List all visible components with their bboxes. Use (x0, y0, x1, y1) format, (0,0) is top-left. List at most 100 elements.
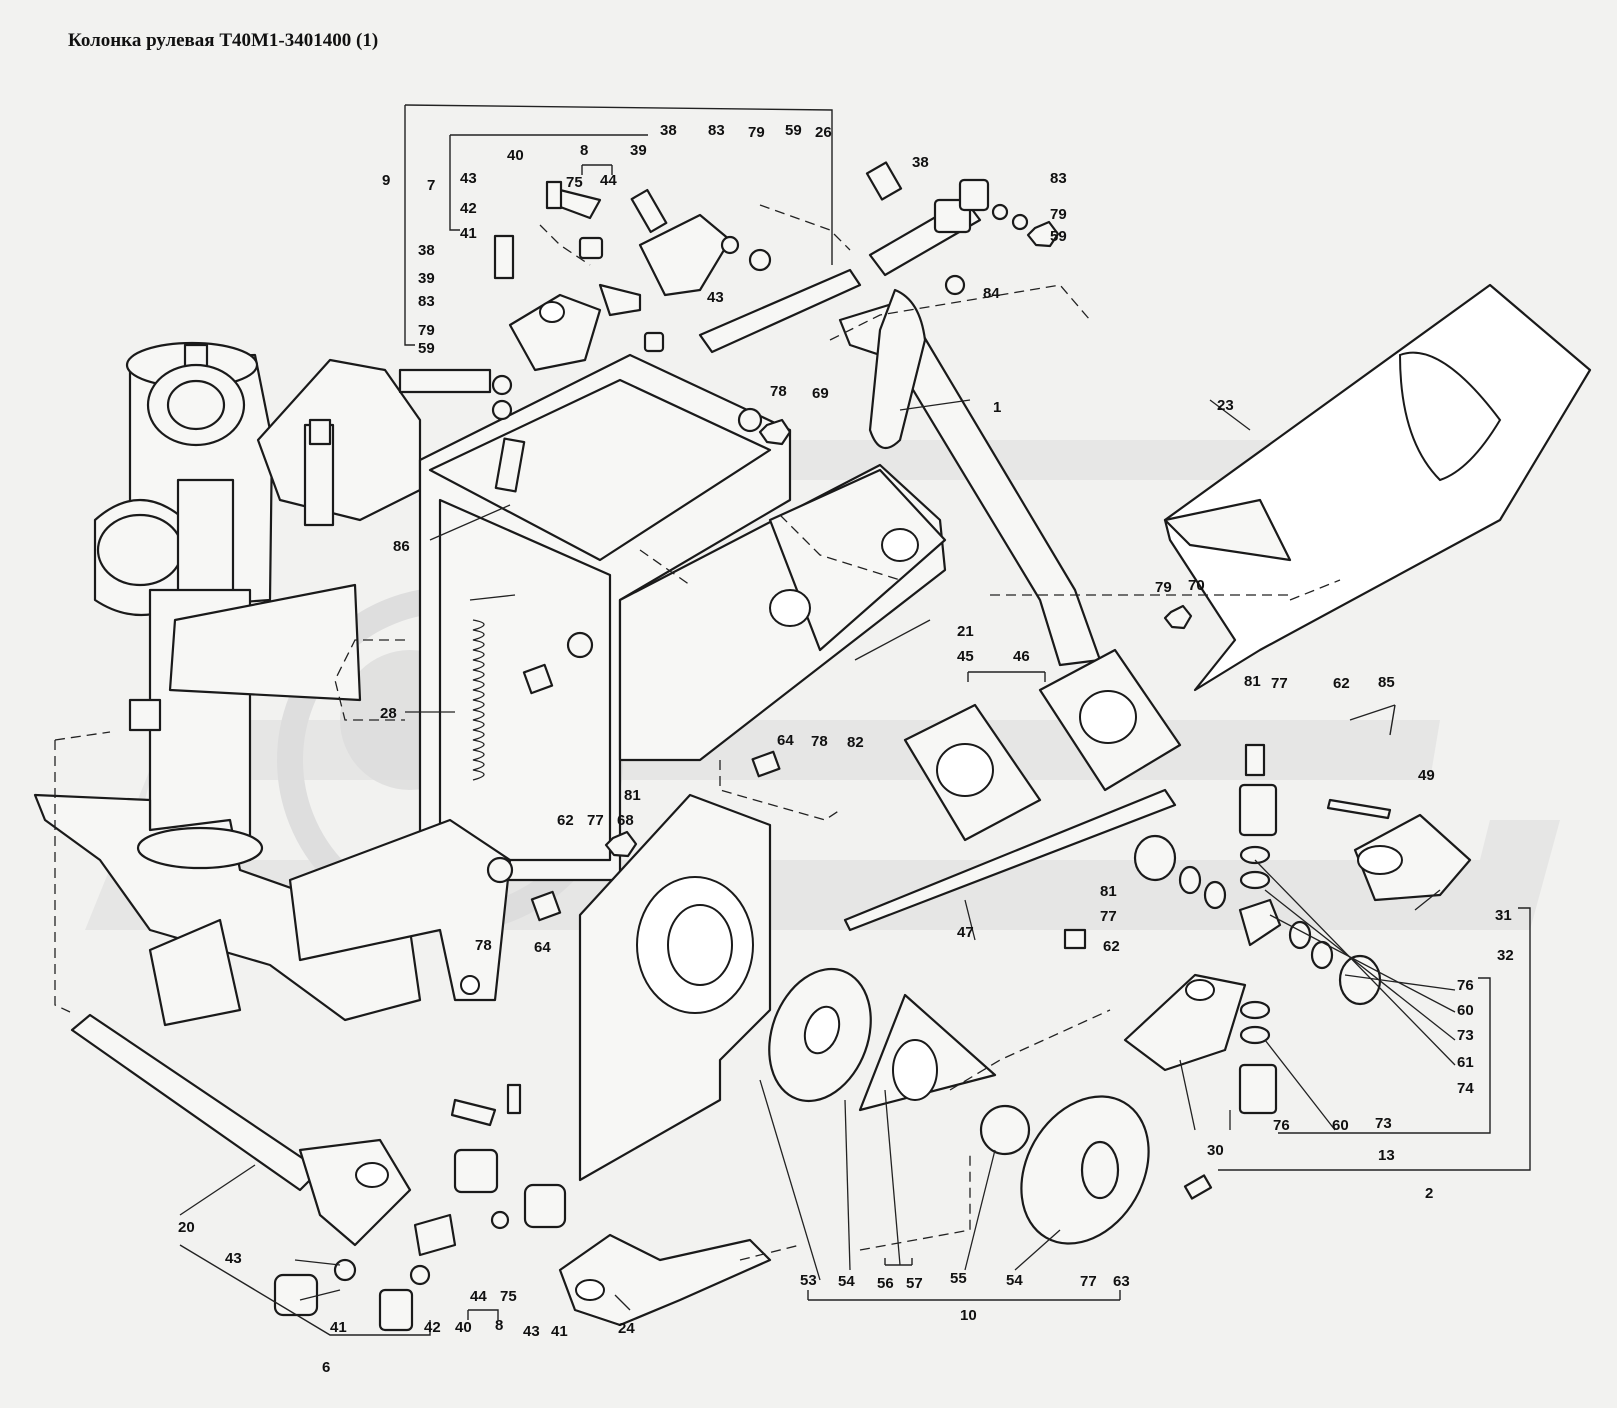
label-30: 30 (1207, 1142, 1224, 1159)
label-1: 1 (993, 399, 1001, 416)
label-44: 44 (470, 1288, 487, 1305)
label-13: 13 (1378, 1147, 1395, 1164)
label-23: 23 (1217, 397, 1234, 414)
diagram-title: Колонка рулевая Т40М1-3401400 (1) (68, 30, 379, 51)
label-64: 64 (777, 732, 794, 749)
label-83: 83 (708, 122, 725, 139)
flange-45 (903, 703, 1042, 842)
label-81: 81 (624, 787, 641, 804)
label-42: 42 (460, 200, 477, 217)
label-78: 78 (475, 937, 492, 954)
label-31: 31 (1495, 907, 1512, 924)
label-43: 43 (707, 289, 724, 306)
label-84: 84 (983, 285, 1000, 302)
label-2: 2 (1425, 1185, 1433, 1202)
label-45: 45 (957, 648, 974, 665)
label-59: 59 (785, 122, 802, 139)
label-41: 41 (551, 1323, 568, 1340)
label-41: 41 (460, 225, 477, 242)
spring-28 (472, 619, 485, 781)
label-39: 39 (418, 270, 435, 287)
label-82: 82 (847, 734, 864, 751)
label-56: 56 (877, 1275, 894, 1292)
label-42: 42 (424, 1319, 441, 1336)
yoke-30 (1123, 973, 1247, 1072)
label-79: 79 (418, 322, 435, 339)
label-54: 54 (838, 1273, 855, 1290)
label-24: 24 (618, 1320, 635, 1337)
steering-gear-housing (93, 341, 492, 616)
label-41: 41 (330, 1319, 347, 1336)
label-53: 53 (800, 1272, 817, 1289)
column-cover-23 (1163, 283, 1592, 692)
reference-labels: 9 7 43 42 41 40 8 75 44 39 38 83 79 59 2… (178, 122, 1514, 1376)
label-43: 43 (523, 1323, 540, 1340)
label-64: 64 (534, 939, 551, 956)
label-83: 83 (1050, 170, 1067, 187)
label-38: 38 (912, 154, 929, 171)
disc-54-right (1020, 1095, 1150, 1245)
label-7: 7 (427, 177, 435, 194)
flange-46 (1038, 648, 1182, 792)
plate-53 (578, 793, 772, 1182)
label-54: 54 (1006, 1272, 1023, 1289)
label-9: 9 (382, 172, 390, 189)
label-62: 62 (1333, 675, 1350, 692)
label-60: 60 (1332, 1117, 1349, 1134)
label-79: 79 (1155, 579, 1172, 596)
ball-55 (979, 1104, 1031, 1156)
label-79: 79 (748, 124, 765, 141)
bracket-plate-21 (618, 463, 947, 762)
label-28: 28 (380, 705, 397, 722)
label-21: 21 (957, 623, 974, 640)
grouping-brackets (179, 104, 1531, 1336)
label-44: 44 (600, 172, 617, 189)
steering-column-tube (33, 583, 422, 1027)
steering-shaft-20 (70, 1013, 412, 1247)
label-6: 6 (322, 1359, 330, 1376)
label-8: 8 (495, 1317, 503, 1334)
label-55: 55 (950, 1270, 967, 1287)
label-61: 61 (1457, 1054, 1474, 1071)
label-76: 76 (1457, 977, 1474, 994)
label-86: 86 (393, 538, 410, 555)
label-60: 60 (1457, 1002, 1474, 1019)
label-68: 68 (617, 812, 634, 829)
label-40: 40 (507, 147, 524, 164)
label-38: 38 (660, 122, 677, 139)
label-73: 73 (1375, 1115, 1392, 1132)
lever-1 (838, 288, 1102, 667)
label-39: 39 (630, 142, 647, 159)
label-43: 43 (225, 1250, 242, 1267)
label-49: 49 (1418, 767, 1435, 784)
label-26: 26 (815, 124, 832, 141)
label-77: 77 (587, 812, 604, 829)
label-47: 47 (957, 924, 974, 941)
label-83: 83 (418, 293, 435, 310)
plate-47 (843, 788, 1177, 932)
label-81: 81 (1100, 883, 1117, 900)
label-63: 63 (1113, 1273, 1130, 1290)
label-62: 62 (1103, 938, 1120, 955)
label-20: 20 (178, 1219, 195, 1236)
label-8: 8 (580, 142, 588, 159)
label-74: 74 (1457, 1080, 1474, 1097)
label-40: 40 (455, 1319, 472, 1336)
label-38: 38 (418, 242, 435, 259)
label-46: 46 (1013, 648, 1030, 665)
small-parts (273, 161, 1392, 1332)
label-78: 78 (811, 733, 828, 750)
leader-lines (54, 204, 1456, 1311)
label-32: 32 (1497, 947, 1514, 964)
label-75: 75 (500, 1288, 517, 1305)
label-59: 59 (1050, 228, 1067, 245)
label-81: 81 (1244, 673, 1261, 690)
label-62: 62 (557, 812, 574, 829)
yoke-31 (1353, 813, 1472, 902)
label-69: 69 (812, 385, 829, 402)
label-77: 77 (1100, 908, 1117, 925)
label-59: 59 (418, 340, 435, 357)
label-85: 85 (1378, 674, 1395, 691)
label-10: 10 (960, 1307, 977, 1324)
